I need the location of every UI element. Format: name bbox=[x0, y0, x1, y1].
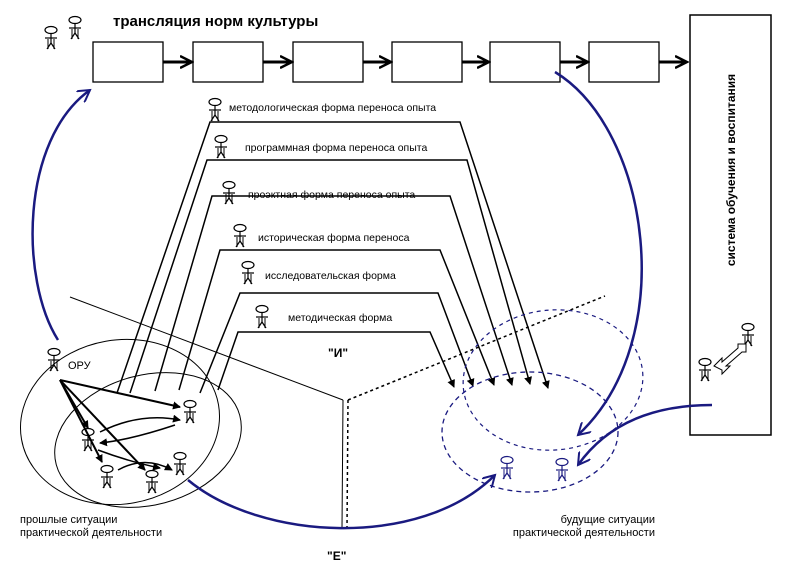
past-situations: ОРУ bbox=[19, 338, 242, 508]
person-icon bbox=[555, 457, 569, 482]
mark-i: "И" bbox=[328, 346, 348, 360]
interaction-arrow bbox=[99, 414, 181, 433]
oru-label: ОРУ bbox=[68, 360, 92, 372]
past-outer-ellipse bbox=[19, 338, 221, 506]
interaction-arrow bbox=[117, 461, 173, 471]
culture-chain bbox=[92, 41, 686, 83]
past-caption-line1: прошлые ситуации bbox=[20, 514, 117, 526]
person-icon bbox=[183, 399, 197, 424]
person-icon bbox=[741, 322, 755, 347]
past-caption-line2: практической деятельности bbox=[20, 527, 162, 539]
future-caption-line2: практической деятельности bbox=[513, 527, 655, 539]
form-line bbox=[199, 292, 475, 394]
divider-line bbox=[341, 399, 344, 529]
person-icon bbox=[214, 134, 228, 159]
interaction-arrow bbox=[97, 449, 161, 471]
form-label: историческая форма переноса bbox=[258, 232, 410, 244]
person-icon bbox=[100, 464, 114, 489]
interaction-arrow bbox=[59, 379, 103, 463]
form-label: проэктная форма переноса опыта bbox=[248, 189, 415, 201]
person-icon bbox=[208, 97, 222, 122]
experience-arrow bbox=[187, 475, 495, 530]
interaction-arrow bbox=[99, 424, 176, 447]
future-situations bbox=[441, 309, 644, 493]
diagram-title: трансляция норм культуры bbox=[113, 13, 318, 30]
person-icon bbox=[222, 180, 236, 205]
person-icon bbox=[241, 260, 255, 285]
form-line bbox=[217, 331, 455, 391]
form-label: исследовательская форма bbox=[265, 270, 396, 282]
education-system-label: система обучения и воспитания bbox=[724, 74, 738, 266]
person-icon bbox=[81, 427, 95, 452]
form-line bbox=[154, 195, 514, 392]
chain-box bbox=[192, 41, 264, 83]
future-outer-ellipse bbox=[441, 371, 619, 493]
divider-line bbox=[346, 399, 349, 529]
feedback-arrow bbox=[31, 90, 90, 341]
interaction-arrow bbox=[59, 379, 146, 471]
form-line bbox=[178, 249, 496, 391]
person-icon bbox=[233, 223, 247, 248]
chain-box bbox=[489, 41, 561, 83]
education-arrow bbox=[578, 403, 713, 465]
person-icon bbox=[698, 357, 712, 382]
future-inner-ellipse bbox=[462, 309, 644, 451]
past-inner-ellipse bbox=[54, 372, 242, 508]
chain-box bbox=[391, 41, 463, 83]
form-label: методическая форма bbox=[288, 312, 392, 324]
future-caption-line1: будущие ситуации bbox=[561, 514, 655, 526]
interaction-arrow bbox=[59, 379, 181, 410]
form-line bbox=[116, 121, 550, 394]
chain-box bbox=[92, 41, 164, 83]
person-icon bbox=[500, 455, 514, 480]
mark-e: "Е" bbox=[327, 549, 346, 563]
person-icon bbox=[68, 15, 82, 40]
person-icon bbox=[145, 469, 159, 494]
education-system-box bbox=[689, 14, 772, 436]
person-icon bbox=[44, 25, 58, 50]
double-arrow-icon bbox=[713, 343, 747, 376]
person-icon bbox=[255, 304, 269, 329]
chain-box bbox=[588, 41, 660, 83]
transfer-forms bbox=[116, 121, 550, 394]
divider-line bbox=[347, 295, 606, 401]
person-icon bbox=[173, 451, 187, 476]
form-label: методологическая форма переноса опыта bbox=[229, 102, 436, 114]
training-arrow bbox=[554, 70, 643, 435]
divider-line bbox=[69, 296, 344, 401]
form-line bbox=[129, 159, 532, 394]
chain-box bbox=[292, 41, 364, 83]
form-label: программная форма переноса опыта bbox=[245, 142, 427, 154]
